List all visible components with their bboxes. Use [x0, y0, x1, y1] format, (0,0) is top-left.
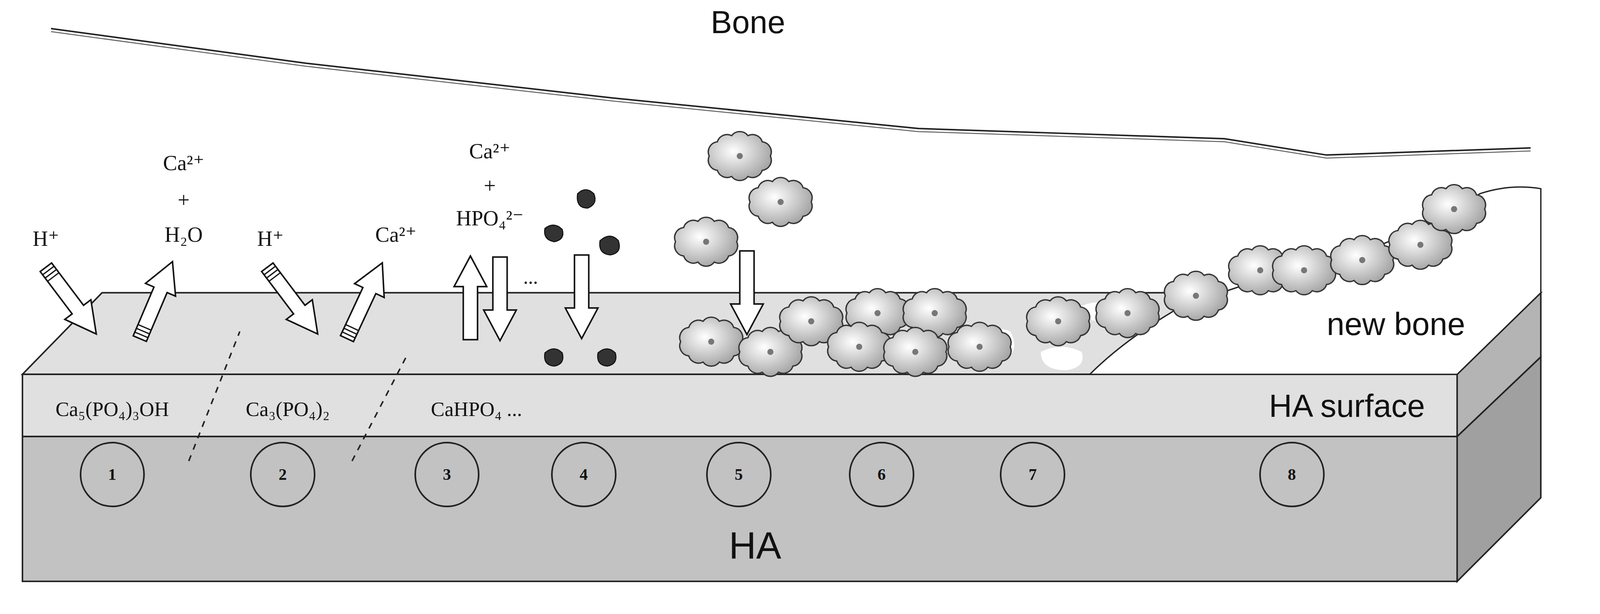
ion-label: H⁺ [256, 227, 284, 251]
title-label: Bone [710, 4, 786, 41]
callout-circle: 1 [79, 441, 146, 508]
ellipsis: ... [523, 266, 538, 289]
callout-circle: 8 [1259, 441, 1325, 508]
formula-label: CaHPO₄ ... [430, 398, 523, 421]
layer-label: HA surface [1269, 388, 1426, 424]
callout-number: 4 [579, 464, 588, 484]
callout-number: 1 [108, 464, 117, 484]
plus-sign: + [177, 188, 190, 212]
callout-circle: 4 [551, 441, 617, 508]
formula-label: Ca₅(PO₄)₃OH [55, 398, 169, 421]
callout-number: 6 [877, 464, 886, 484]
plus-sign: + [483, 173, 496, 198]
formula-label: Ca₃(PO₄)₂ [245, 398, 330, 421]
ion-label: Ca²⁺ [375, 222, 417, 247]
callout-number: 8 [1287, 464, 1297, 484]
callout-circle: 6 [848, 441, 915, 508]
ion-label: HPO₄²⁻ [456, 206, 524, 230]
ion-label: Ca²⁺ [469, 139, 511, 163]
molecule-label: H₂O [164, 222, 203, 247]
callout-number: 3 [442, 464, 451, 484]
region-label: new bone [1326, 306, 1465, 343]
callout-circle: 5 [706, 441, 772, 508]
callout-number: 5 [734, 464, 743, 484]
callout-circle: 2 [249, 441, 316, 508]
callout-circle: 3 [414, 441, 480, 508]
callout-circle: 7 [999, 441, 1066, 508]
material-label: HA [729, 525, 782, 567]
callout-number: 7 [1028, 464, 1037, 484]
ion-label: H⁺ [32, 227, 60, 251]
callout-number: 2 [278, 464, 287, 484]
ion-label: Ca²⁺ [163, 151, 205, 175]
